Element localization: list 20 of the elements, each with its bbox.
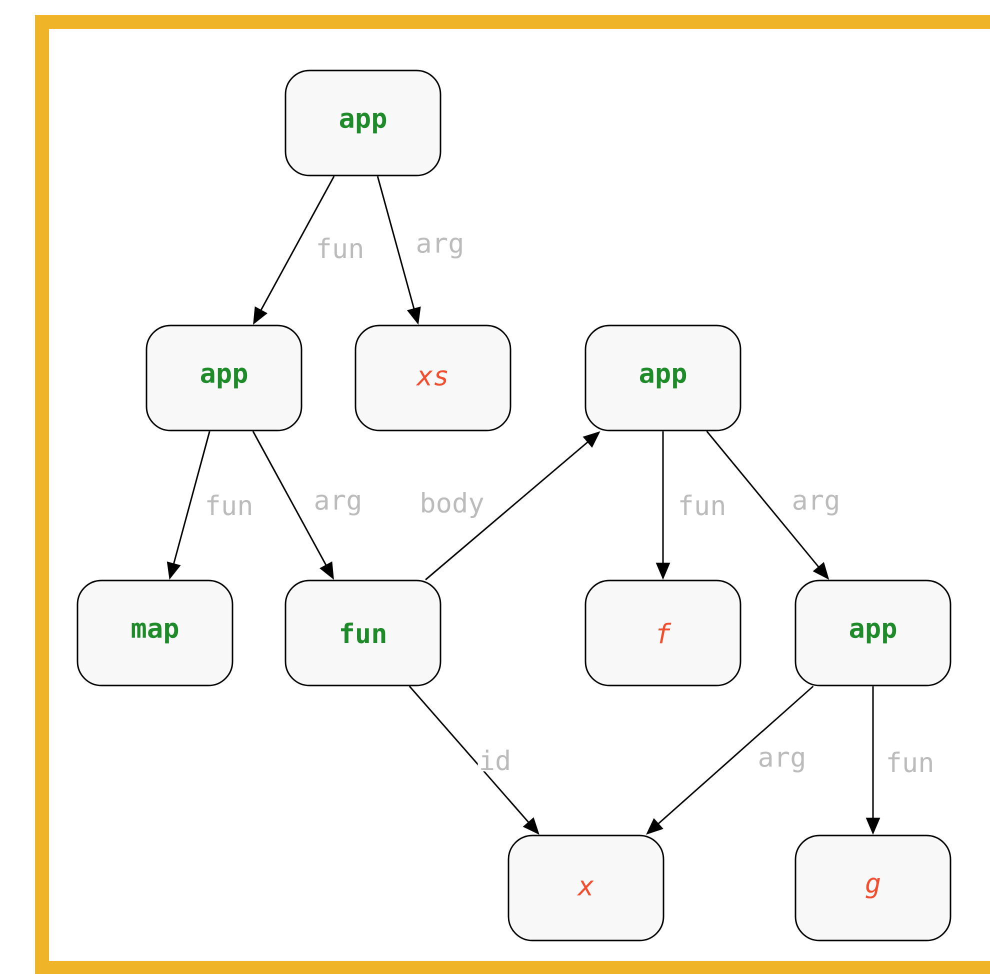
edge-label: id [478,748,512,772]
node-box: fun [284,580,442,686]
edge-label: arg [790,494,842,516]
node-box: g [794,834,952,942]
node-box: app [584,324,742,432]
node-box: f [584,580,742,686]
node-box: app [146,324,302,432]
node-box: xs [354,324,512,432]
edge-label: body [418,490,486,520]
node-box: map [76,580,234,686]
edge-label: arg [414,236,466,260]
edge-label: fun [204,494,254,516]
edge-label: fun [676,494,728,516]
node-box: app [794,580,952,686]
edge-label: fun [884,750,936,774]
node-box: x [508,834,664,942]
edge-label: fun [314,236,366,260]
edge-label: arg [312,494,364,516]
node-box: app [284,70,442,176]
edge-label: arg [756,750,808,774]
